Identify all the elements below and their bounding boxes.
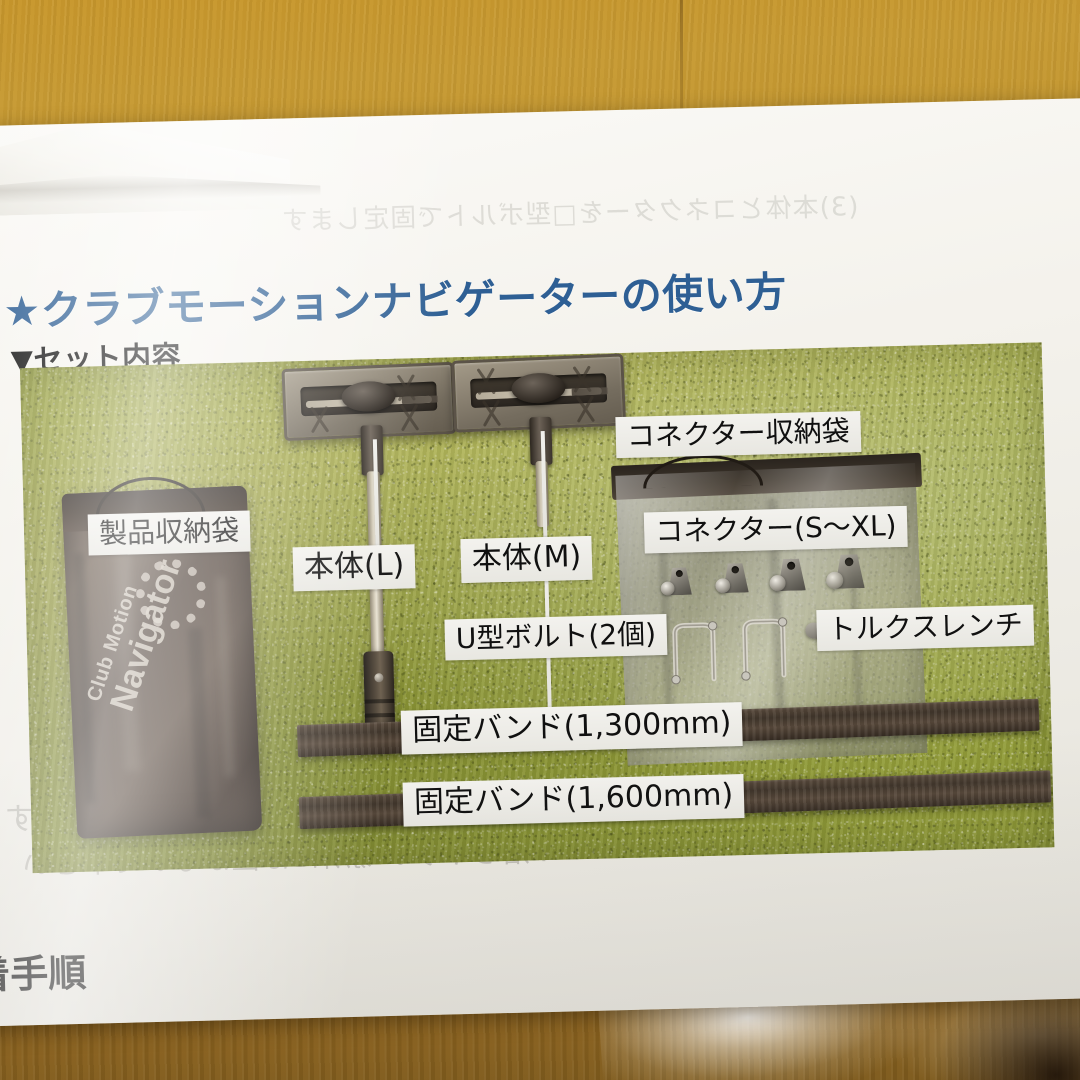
wood-plank-seam [680, 0, 683, 150]
label-body-l: 本体(L) [292, 544, 416, 591]
u-bolt-2 [738, 615, 792, 681]
crossed-clubs-icon [394, 402, 425, 433]
label-fixing-band-1600: 固定バンド(1,600mm) [402, 774, 745, 827]
label-product-storage-bag: 製品収納袋 [87, 510, 251, 556]
section-heading-mounting-procedure: 着手順 [0, 950, 87, 998]
connector-m [715, 557, 752, 595]
crossed-clubs-icon [304, 404, 335, 435]
showthrough-text-top: (3)本体とコネクターを□型ボルトで固定します [280, 191, 859, 237]
label-connector-storage-bag: コネクター収納袋 [615, 410, 862, 459]
u-bolt-1 [669, 619, 723, 685]
connector-l [769, 552, 810, 593]
label-torque-wrench: トルクスレンチ [816, 604, 1035, 652]
crossed-clubs-icon [471, 366, 502, 397]
instruction-sheet: (3)本体とコネクターを□型ボルトで固定します (3)本体とコネクターを□型ボル… [0, 97, 1080, 1027]
label-fixing-band-1300: 固定バンド(1,300mm) [400, 702, 743, 755]
page-title: ★クラブモーションナビゲーターの使い方 [2, 267, 788, 336]
connector-s [660, 562, 696, 597]
bag-printed-logo: Club Motion Navigator [76, 544, 248, 821]
label-body-m: 本体(M) [460, 535, 593, 583]
body-l-grip-ring [364, 698, 395, 704]
label-u-bolts: U型ボルト(2個) [444, 613, 668, 661]
body-l-joint [360, 425, 384, 476]
body-l-grip-button [374, 673, 384, 683]
crossed-clubs-icon [570, 393, 601, 424]
body-l-grip-ring [364, 712, 395, 718]
connector-xl [826, 548, 869, 591]
crossed-clubs-icon [476, 398, 507, 429]
label-connectors: コネクター(S〜XL) [643, 505, 909, 554]
set-contents-photo: Club Motion Navigator [19, 342, 1055, 874]
